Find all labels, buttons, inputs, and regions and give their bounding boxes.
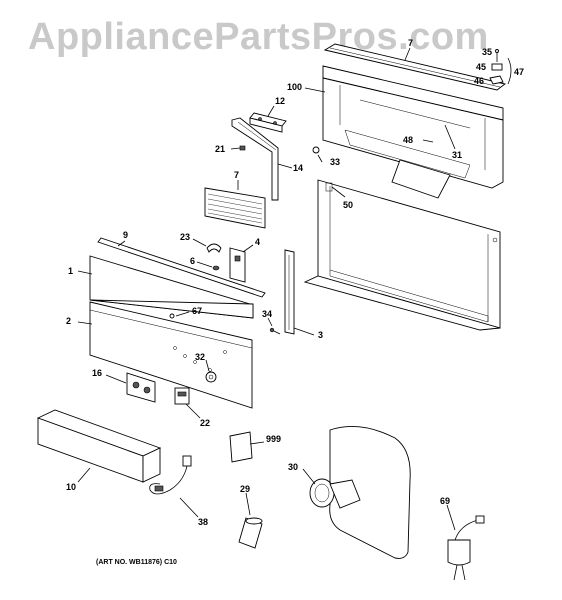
leader-lines — [77, 47, 456, 531]
part-pad-46[interactable] — [489, 75, 504, 85]
callout-34: 34 — [262, 309, 272, 319]
callout-labels: 7 35 45 46 47 100 12 48 31 21 14 33 7 50… — [66, 38, 524, 527]
callout-16: 16 — [92, 368, 102, 378]
callout-30: 30 — [288, 462, 298, 472]
watermark-logo: AppliancePartsPros.com — [28, 16, 489, 58]
callout-22: 22 — [200, 418, 210, 428]
callout-21: 21 — [215, 144, 225, 154]
part-clip-23[interactable] — [206, 243, 222, 253]
part-screw-21[interactable] — [239, 145, 246, 151]
callout-2: 2 — [66, 316, 71, 326]
part-screw-6[interactable] — [212, 265, 220, 271]
callout-69: 69 — [440, 496, 450, 506]
callout-47: 47 — [514, 67, 524, 77]
callout-12: 12 — [275, 96, 285, 106]
callout-23: 23 — [180, 232, 190, 242]
callout-67: 67 — [192, 306, 202, 316]
part-screw-35[interactable] — [495, 49, 499, 63]
callout-4: 4 — [255, 237, 260, 247]
callout-33: 33 — [330, 157, 340, 167]
callout-14: 14 — [293, 163, 303, 173]
part-switch-22[interactable] — [174, 387, 190, 405]
part-knob-32[interactable] — [205, 371, 217, 383]
callout-9: 9 — [123, 230, 128, 240]
callout-10: 10 — [66, 482, 76, 492]
part-grease-filter[interactable] — [204, 187, 266, 229]
part-top-cover-rail[interactable] — [323, 43, 507, 91]
callout-6: 6 — [190, 256, 195, 266]
callout-48: 48 — [403, 135, 413, 145]
part-lower-housing[interactable] — [303, 179, 501, 331]
part-bracket-4[interactable] — [229, 247, 246, 283]
callout-7-filter: 7 — [234, 170, 239, 180]
part-trim-strip[interactable] — [97, 237, 266, 298]
part-blower-motor[interactable] — [309, 425, 411, 559]
callout-3: 3 — [318, 330, 323, 340]
callout-46: 46 — [474, 76, 484, 86]
callout-32: 32 — [195, 352, 205, 362]
bracket-47 — [507, 57, 512, 85]
part-side-rail[interactable] — [284, 249, 295, 335]
callout-100: 100 — [287, 82, 302, 92]
part-screw-67[interactable] — [169, 313, 175, 319]
part-bracket-12[interactable] — [249, 112, 287, 133]
part-switch-16[interactable] — [126, 372, 156, 403]
callout-31: 31 — [452, 150, 462, 160]
callout-38: 38 — [198, 517, 208, 527]
part-clip-45[interactable] — [491, 63, 503, 71]
part-screw-34[interactable] — [269, 327, 281, 335]
part-light-socket[interactable] — [447, 515, 485, 581]
callout-29: 29 — [240, 484, 250, 494]
part-wire-harness[interactable] — [149, 455, 192, 495]
part-upper-housing[interactable] — [322, 65, 504, 199]
callout-35: 35 — [482, 47, 492, 57]
part-front-panel[interactable] — [89, 255, 254, 319]
callout-7-top: 7 — [408, 38, 413, 48]
part-wiring-box[interactable] — [36, 409, 162, 483]
callout-50: 50 — [343, 200, 353, 210]
part-label-999[interactable] — [229, 431, 253, 463]
callout-999: 999 — [266, 434, 281, 444]
callout-45: 45 — [476, 62, 486, 72]
art-number-label: (ART NO. WB11876) C10 — [96, 559, 177, 566]
part-capacitor[interactable] — [238, 517, 263, 549]
callout-1: 1 — [68, 266, 73, 276]
part-screw-33[interactable] — [312, 146, 320, 154]
part-bracket-14[interactable] — [231, 117, 279, 201]
